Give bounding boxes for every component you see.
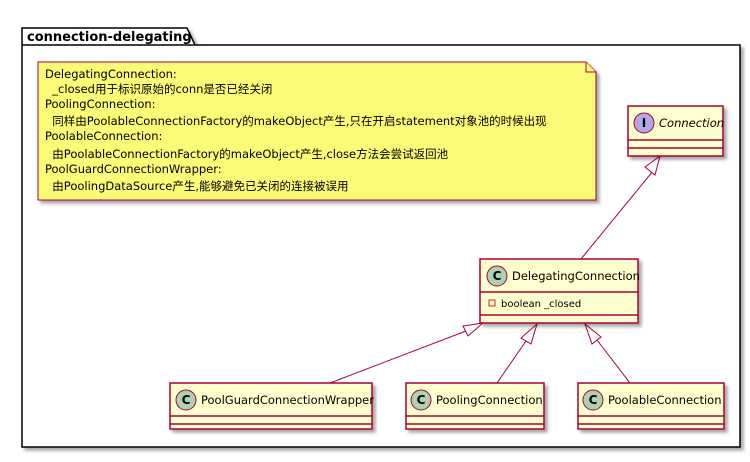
private-visibility-icon: [488, 299, 496, 307]
package-title: connection-delegating: [27, 30, 192, 45]
note-line: PoolableConnection:: [45, 129, 162, 143]
class-name-delegating: DelegatingConnection: [512, 269, 640, 283]
inheritance-arrows: [329, 154, 661, 384]
interface-icon: [633, 112, 655, 134]
interface-stereotype-letter: I: [642, 116, 646, 130]
class-stereotype-letter: C: [417, 393, 426, 407]
edge-pooling-to-delegating: [496, 340, 527, 384]
class-stereotype-letter: C: [589, 393, 598, 407]
edge-poolable-to-delegating: [596, 339, 631, 384]
class-name-poolguard: PoolGuardConnectionWrapper: [201, 393, 374, 407]
arrowhead-poolable: [583, 322, 602, 345]
class-delegating-connection[interactable]: [479, 258, 639, 324]
class-stereotype-letter: C: [493, 269, 502, 283]
note-line: PoolGuardConnectionWrapper:: [45, 162, 222, 176]
class-poolguard-connection-wrapper[interactable]: [169, 382, 373, 430]
edge-delegating-to-connection: [580, 170, 654, 260]
arrowhead-poolguard: [462, 322, 485, 337]
note-line: 同样由PoolableConnectionFactory的makeObject产…: [45, 114, 547, 128]
class-name-pooling: PoolingConnection: [436, 393, 543, 407]
note-line: PoolingConnection:: [45, 97, 156, 111]
edge-poolguard-to-delegating: [329, 330, 467, 384]
class-name-connection: Connection: [659, 116, 724, 130]
arrowhead-connection: [644, 154, 661, 176]
class-stereotype-letter: C: [182, 393, 191, 407]
class-poolable-connection[interactable]: [577, 382, 725, 430]
class-name-poolable: PoolableConnection: [608, 393, 721, 407]
attribute-closed: boolean _closed: [501, 299, 581, 310]
note-line: 由PoolableConnectionFactory的makeObject产生,…: [45, 147, 449, 161]
note-line: 由PoolingDataSource产生,能够避免已关闭的连接被误用: [45, 179, 349, 193]
class-icon: [486, 265, 508, 287]
class-icon: [582, 389, 604, 411]
note-line: DelegatingConnection:: [45, 67, 177, 81]
class-icon: [175, 389, 197, 411]
class-icon: [410, 389, 432, 411]
arrowhead-pooling: [520, 322, 538, 345]
note-line: _closed用于标识原始的conn是否已经关闭: [45, 82, 272, 96]
note: DelegatingConnection: _closed用于标识原始的conn…: [37, 61, 597, 201]
